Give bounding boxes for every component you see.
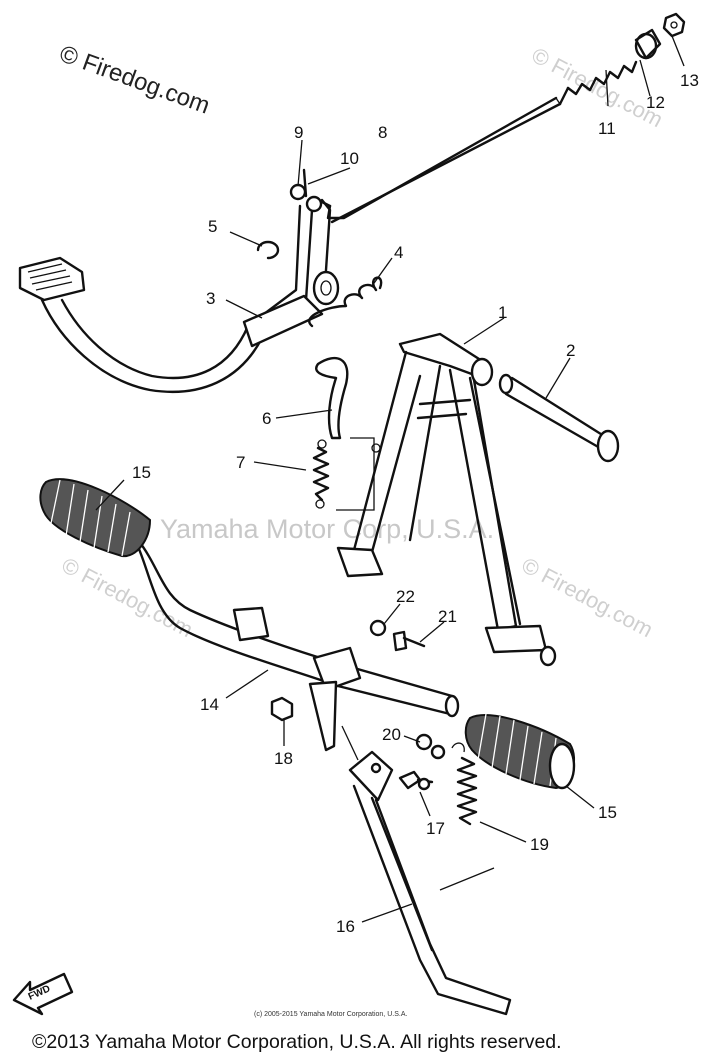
- footrest-grip-right: [464, 713, 576, 790]
- footrest-bar: [126, 526, 460, 752]
- callout-12: 12: [646, 93, 665, 112]
- callout-9: 9: [294, 123, 303, 142]
- callout-6: 6: [262, 409, 271, 428]
- stop-washer-20: [415, 733, 446, 760]
- callout-21: 21: [438, 607, 457, 626]
- callout-16: 16: [336, 917, 355, 936]
- nut-18: [270, 696, 294, 722]
- adjuster-collar: [634, 28, 662, 60]
- footer-copyright: ©2013 Yamaha Motor Corporation, U.S.A. A…: [32, 1031, 562, 1053]
- callout-15-right: 15: [598, 803, 617, 822]
- callout-18: 18: [274, 749, 293, 768]
- callout-20: 20: [382, 725, 401, 744]
- callout-14: 14: [200, 695, 219, 714]
- brake-pedal: [18, 195, 340, 394]
- callout-13: 13: [680, 71, 699, 90]
- footrest-grip-left: [39, 478, 152, 558]
- callout-15-left: 15: [132, 463, 151, 482]
- callout-7: 7: [236, 453, 245, 472]
- leader-lines: [95, 35, 685, 923]
- part-9-washer: [289, 183, 307, 201]
- callout-8: 8: [378, 123, 387, 142]
- main-stand: [336, 332, 557, 667]
- callout-19: 19: [530, 835, 549, 854]
- callout-17: 17: [426, 819, 445, 838]
- watermark-firedog-top-left: © Firedog.com: [56, 40, 213, 119]
- callout-10: 10: [340, 149, 359, 168]
- callout-labels: 1 2 3 4 5 6 7 8 9 10 11 12 13 14 15 15 1…: [132, 71, 699, 936]
- side-stand: [348, 750, 512, 1016]
- callout-2: 2: [566, 341, 575, 360]
- stand-shaft: [498, 373, 620, 463]
- spring-hook-plate: [315, 356, 349, 440]
- fwd-arrow-icon: FWD: [12, 972, 74, 1016]
- callout-11: 11: [598, 119, 616, 138]
- side-stand-spring: [451, 742, 478, 826]
- callout-1: 1: [498, 303, 507, 322]
- callout-4: 4: [394, 243, 403, 262]
- watermark-firedog-mid-left: © Firedog.com: [58, 552, 197, 642]
- callout-3: 3: [206, 289, 215, 308]
- adjuster-spring: [558, 60, 638, 106]
- part-5-clip: [256, 240, 280, 260]
- washer-22: [369, 619, 387, 637]
- adjuster-nut: [662, 12, 686, 38]
- part-10-cotter-pin: [302, 168, 308, 198]
- side-stand-bolt: [398, 770, 434, 791]
- watermark-yamaha-center: Yamaha Motor Corp, U.S.A.: [160, 514, 494, 544]
- part-4-return-spring: [308, 276, 383, 328]
- callout-5: 5: [208, 217, 217, 236]
- stand-spring: [312, 439, 381, 509]
- bolt-21: [392, 630, 426, 652]
- footer-small-notice: (c) 2005-2015 Yamaha Motor Corporation, …: [254, 1011, 407, 1018]
- callout-22: 22: [396, 587, 415, 606]
